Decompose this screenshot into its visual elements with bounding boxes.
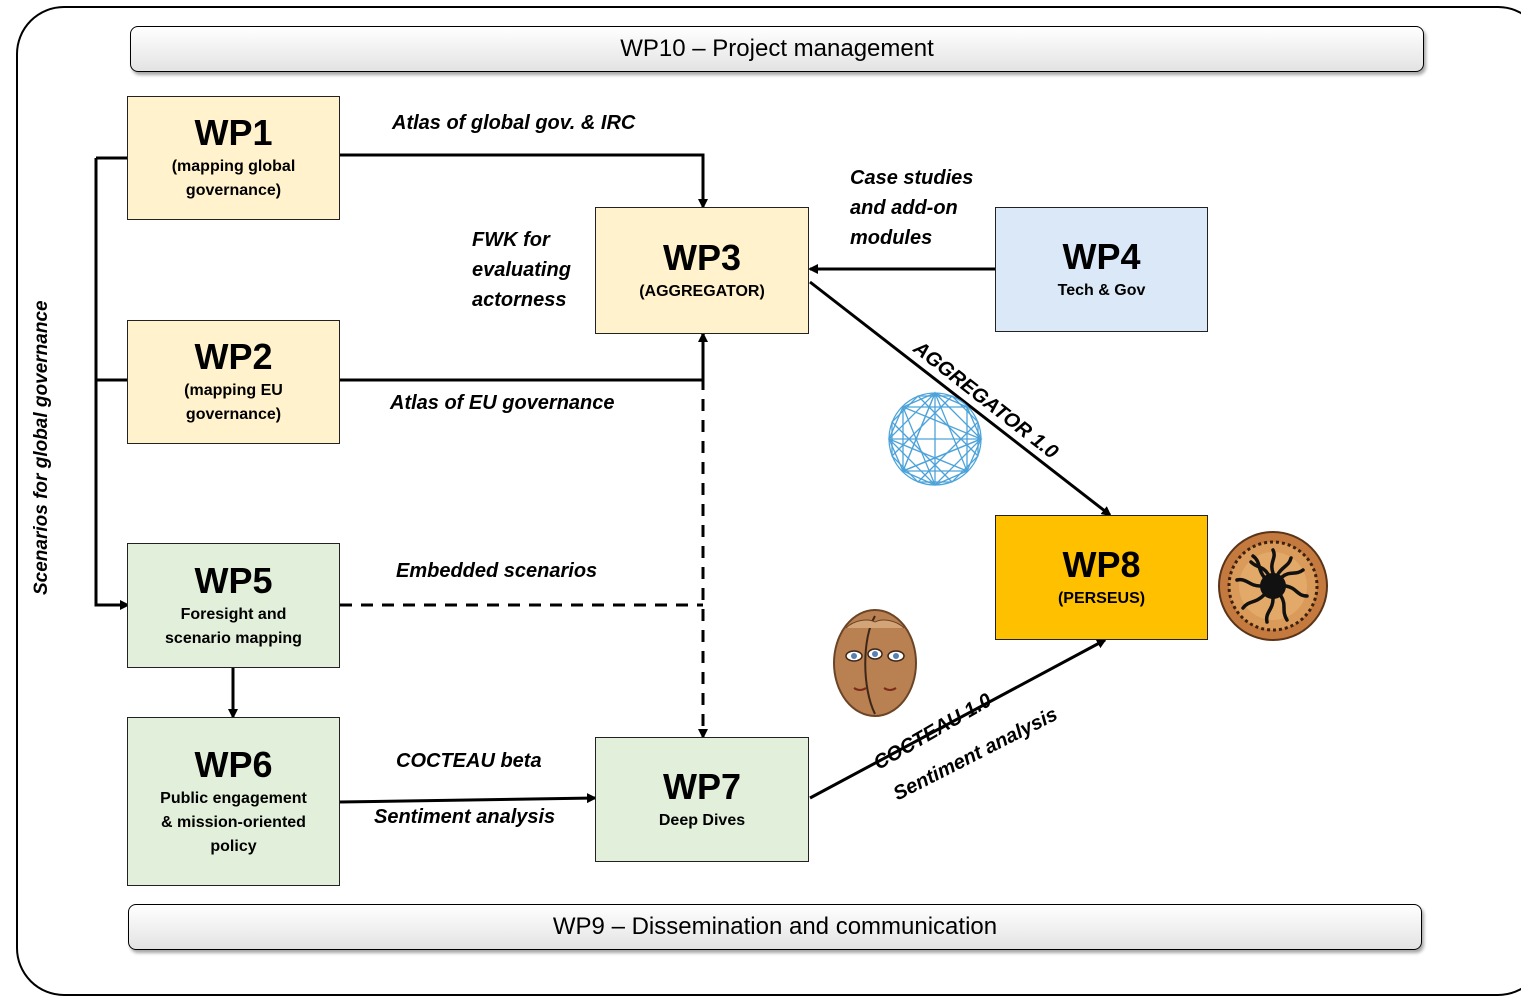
wp1-to-wp3: [340, 153, 708, 209]
wp3-subtitle: (AGGREGATOR): [639, 282, 765, 300]
wp5-subtitle-line2: scenario mapping: [165, 629, 302, 647]
wp10-label: WP10 – Project management: [620, 35, 934, 62]
label-case-studies-line3: modules: [850, 227, 933, 249]
network-sphere-icon: [888, 391, 983, 486]
connectors: [94, 153, 1112, 804]
label-atlas-eu: Atlas of EU governance: [390, 392, 615, 414]
wp9-dissemination-bar: WP9 – Dissemination and communication: [128, 904, 1422, 950]
wp1-box: WP1 (mapping global governance): [127, 96, 340, 220]
wp1-subtitle-line2: governance): [185, 182, 282, 199]
wp9-label: WP9 – Dissemination and communication: [552, 913, 998, 940]
wp5-subtitle-line1: Foresight and: [180, 605, 287, 623]
wp7-subtitle: Deep Dives: [658, 811, 746, 829]
label-fwk-line2: evaluating: [472, 259, 571, 281]
wp4-subtitle: Tech & Gov: [1057, 281, 1146, 299]
wp4-box: WP4 Tech & Gov: [995, 207, 1208, 332]
wp7-to-wp8: [809, 638, 1107, 800]
label-case-studies: Case studies and add-on modules: [850, 163, 973, 253]
wp8-box: WP8 (PERSEUS): [995, 515, 1208, 640]
twin-faces-icon: [833, 609, 917, 717]
label-case-studies-line1: Case studies: [850, 167, 974, 189]
wp6-subtitle-line1: Public engagement: [160, 789, 307, 807]
label-sentiment-left: Sentiment analysis: [374, 806, 556, 828]
wp6-title: WP6: [194, 743, 273, 785]
wp3-to-wp8: [809, 280, 1112, 517]
label-fwk: FWK for evaluating actorness: [472, 225, 571, 315]
wp5-title: WP5: [194, 559, 273, 601]
wp6-subtitle-line2: & mission-oriented: [161, 813, 306, 831]
label-fwk-line3: actorness: [472, 289, 567, 311]
wp7-title: WP7: [662, 765, 741, 807]
wp8-subtitle: (PERSEUS): [1057, 589, 1146, 607]
wp10-project-management-bar: WP10 – Project management: [130, 26, 1424, 72]
wp6-to-wp7: [339, 793, 597, 804]
wp8-title: WP8: [1062, 543, 1141, 585]
label-embedded-scenarios: Embedded scenarios: [396, 560, 598, 582]
label-fwk-line1: FWK for: [472, 229, 550, 251]
label-atlas-global: Atlas of global gov. & IRC: [392, 112, 636, 134]
wp5-box: WP5 Foresight and scenario mapping: [127, 543, 340, 668]
wp2-to-wp3: [340, 332, 708, 382]
wp2-subtitle-line1: (mapping EU: [184, 382, 283, 399]
wp1-subtitle-line1: (mapping global: [171, 158, 296, 175]
wp5-subtitle: Foresight and scenario mapping: [165, 603, 302, 651]
side-label-scenarios: Scenarios for global governance: [31, 300, 52, 595]
wp2-subtitle: (mapping EU governance): [184, 379, 283, 427]
wp6-box: WP6 Public engagement & mission-oriented…: [127, 717, 340, 886]
wp4-title: WP4: [1062, 235, 1141, 277]
spine-line: [94, 158, 130, 610]
wp6-subtitle: Public engagement & mission-oriented pol…: [160, 787, 307, 859]
wp1-title: WP1: [194, 112, 273, 153]
label-cocteau-beta: COCTEAU beta: [396, 750, 542, 772]
perseus-medusa-icon: [1218, 531, 1328, 641]
label-case-studies-line2: and add-on: [850, 197, 958, 219]
wp3-box: WP3 (AGGREGATOR): [595, 207, 809, 334]
wp7-box: WP7 Deep Dives: [595, 737, 809, 862]
wp2-box: WP2 (mapping EU governance): [127, 320, 340, 444]
wp1-subtitle: (mapping global governance): [172, 155, 296, 203]
wp2-subtitle-line2: governance): [185, 406, 282, 423]
wp6-subtitle-line3: policy: [210, 837, 257, 855]
wp3-title: WP3: [662, 236, 741, 278]
wp2-title: WP2: [194, 336, 273, 377]
